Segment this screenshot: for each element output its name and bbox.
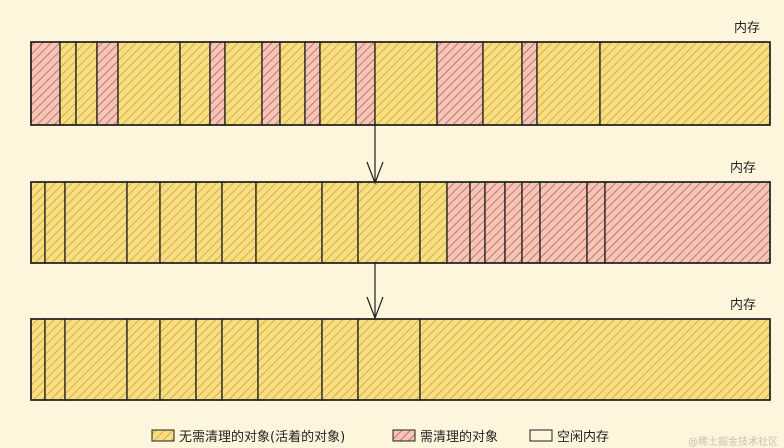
memory-block-live bbox=[44, 181, 66, 264]
legend-live-label: 无需清理的对象(活着的对象) bbox=[179, 429, 345, 445]
row-2-memory-label: 内存 bbox=[730, 160, 756, 176]
memory-block-live bbox=[374, 41, 438, 126]
memory-block-live bbox=[321, 181, 359, 264]
memory-block-live bbox=[59, 41, 77, 126]
memory-block-live bbox=[64, 181, 128, 264]
memory-row-frame bbox=[30, 181, 771, 264]
memory-block-garbage bbox=[469, 181, 486, 264]
memory-block-live bbox=[257, 318, 323, 401]
legend-garbage-swatch bbox=[392, 429, 416, 442]
memory-block-garbage bbox=[436, 41, 484, 126]
memory-block-live bbox=[482, 41, 523, 126]
memory-block-live bbox=[224, 41, 263, 126]
memory-block-garbage bbox=[539, 181, 588, 264]
memory-block-live bbox=[255, 181, 323, 264]
legend: 无需清理的对象(活着的对象) 需清理的对象 空闲内存 bbox=[151, 429, 609, 445]
memory-block-garbage bbox=[521, 41, 538, 126]
watermark: @稀土掘金技术社区 bbox=[688, 437, 778, 448]
memory-block-live bbox=[159, 181, 197, 264]
memory-block-garbage bbox=[484, 181, 506, 264]
memory-block-live bbox=[357, 181, 421, 264]
memory-block-live bbox=[221, 318, 259, 401]
memory-block-live bbox=[159, 318, 197, 401]
legend-free-swatch bbox=[529, 429, 553, 442]
memory-block-live bbox=[599, 41, 771, 126]
memory-block-live bbox=[75, 41, 98, 126]
memory-block-live bbox=[536, 41, 601, 126]
memory-block-garbage bbox=[446, 181, 471, 264]
memory-block-live bbox=[357, 318, 421, 401]
memory-row-after-mark bbox=[30, 181, 771, 264]
memory-row-before-gc bbox=[30, 41, 771, 126]
memory-block-garbage bbox=[209, 41, 226, 126]
memory-row-frame bbox=[30, 318, 771, 401]
memory-block-garbage bbox=[586, 181, 606, 264]
memory-row-frame bbox=[30, 41, 771, 126]
memory-block-live bbox=[195, 181, 223, 264]
row-3-memory-label: 内存 bbox=[730, 297, 756, 313]
memory-block-live bbox=[30, 181, 46, 264]
legend-garbage-label: 需清理的对象 bbox=[420, 429, 498, 445]
memory-block-garbage bbox=[355, 41, 376, 126]
arrow-down-2 bbox=[366, 262, 384, 320]
memory-block-live bbox=[419, 318, 771, 401]
arrow-down-1 bbox=[366, 122, 384, 185]
memory-block-live bbox=[321, 318, 359, 401]
legend-free-label: 空闲内存 bbox=[557, 429, 609, 445]
memory-block-garbage bbox=[30, 41, 61, 126]
memory-block-live bbox=[319, 41, 357, 126]
memory-block-garbage bbox=[504, 181, 523, 264]
memory-block-live bbox=[44, 318, 66, 401]
memory-block-live bbox=[221, 181, 257, 264]
memory-block-live bbox=[30, 318, 46, 401]
memory-block-garbage bbox=[261, 41, 281, 126]
row-1-memory-label: 内存 bbox=[734, 20, 760, 36]
memory-block-garbage bbox=[304, 41, 321, 126]
memory-block-live bbox=[64, 318, 128, 401]
memory-block-live bbox=[126, 318, 161, 401]
memory-block-live bbox=[126, 181, 161, 264]
memory-block-garbage bbox=[521, 181, 541, 264]
memory-block-live bbox=[195, 318, 223, 401]
memory-block-live bbox=[179, 41, 211, 126]
memory-block-live bbox=[279, 41, 306, 126]
memory-block-live bbox=[419, 181, 448, 264]
memory-block-garbage bbox=[604, 181, 771, 264]
memory-block-garbage bbox=[96, 41, 119, 126]
memory-row-after-compaction bbox=[30, 318, 771, 401]
legend-live-swatch bbox=[151, 429, 175, 442]
memory-block-live bbox=[117, 41, 181, 126]
